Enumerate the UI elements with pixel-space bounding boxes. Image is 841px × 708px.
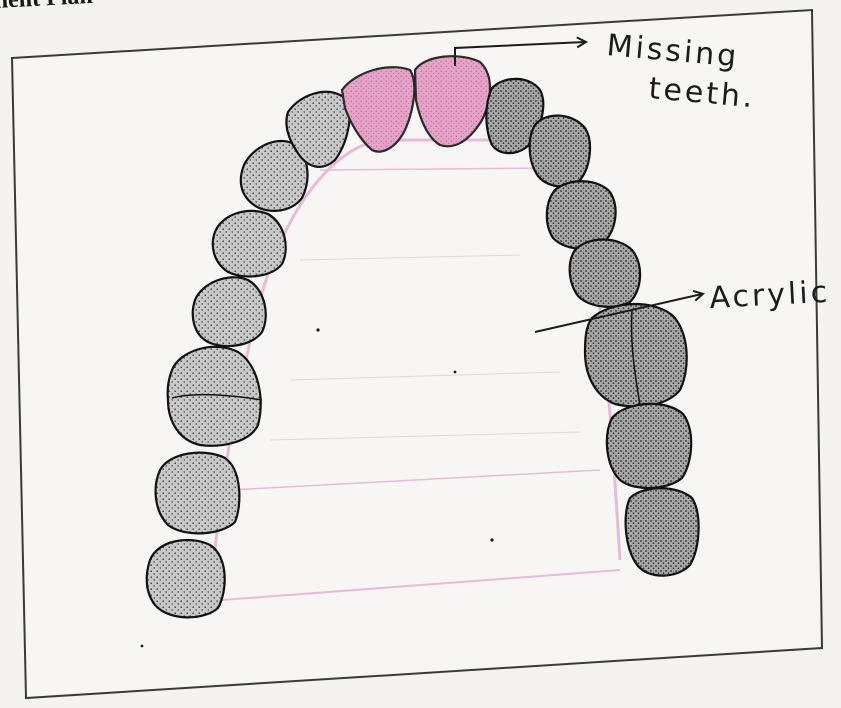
paper-frame xyxy=(12,10,822,698)
tooth-left-premolar-1 xyxy=(213,211,286,277)
tooth-right-molar-1 xyxy=(585,304,687,406)
tooth-left-molar-2 xyxy=(156,453,240,534)
tooth-left-premolar-2 xyxy=(193,277,266,346)
label-acrylic: Acrylic xyxy=(709,275,831,316)
tooth-right-molar-2 xyxy=(607,404,691,488)
tooth-right-premolar-2 xyxy=(570,240,640,307)
tooth-right-canine xyxy=(530,116,590,187)
tooth-right-molar-3 xyxy=(626,488,699,575)
tooth-left-molar-3 xyxy=(147,540,225,617)
